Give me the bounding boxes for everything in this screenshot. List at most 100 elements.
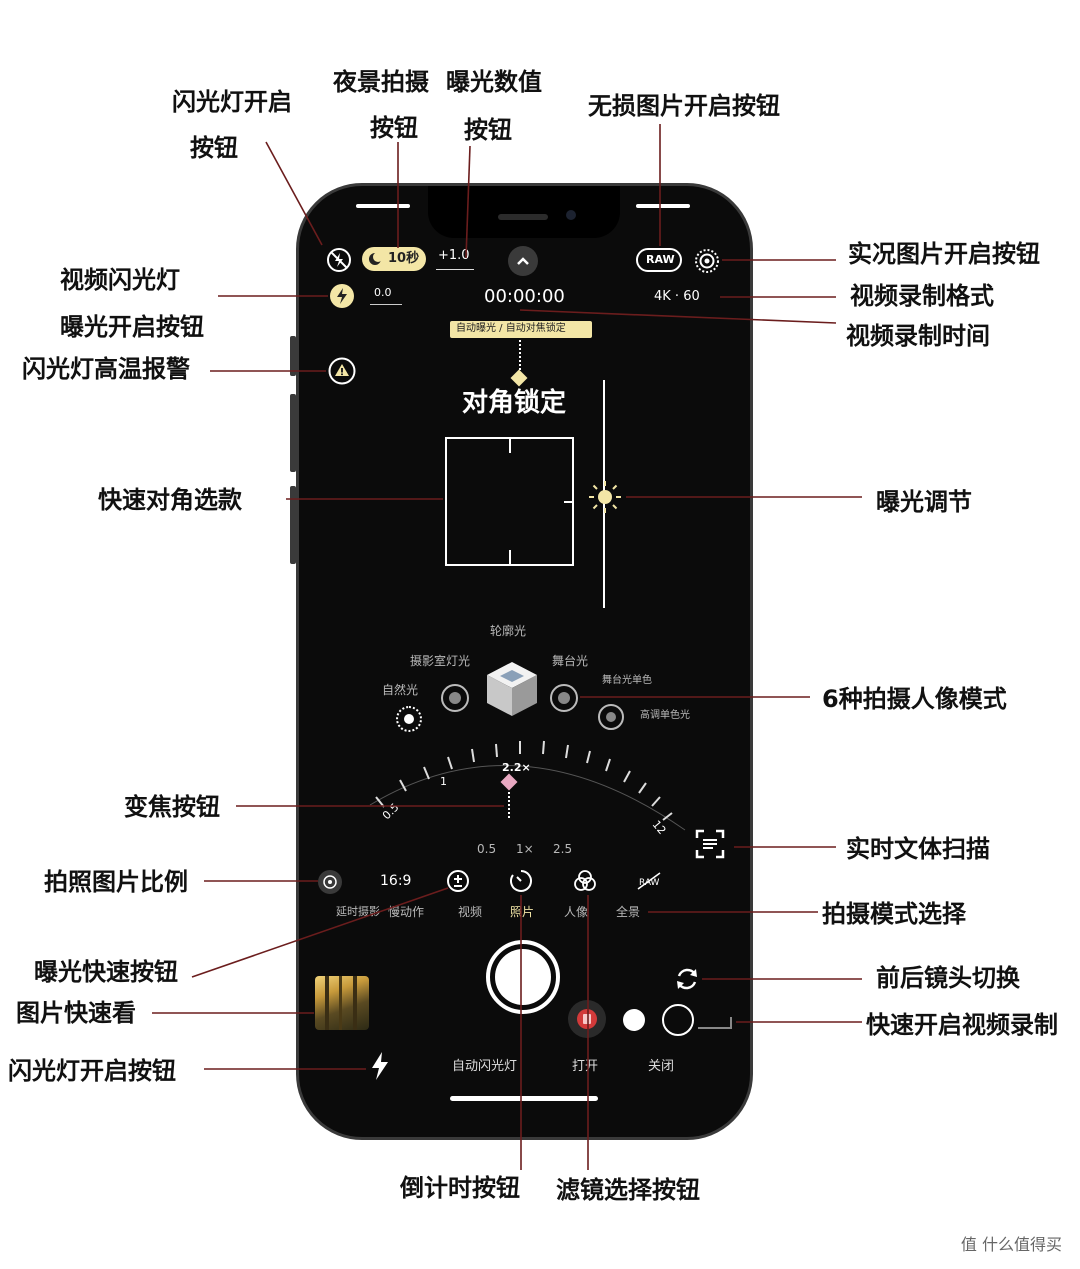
thumb-tree-2: [339, 976, 342, 1030]
ae-af-lock-banner: 自动曝光 / 自动对焦锁定: [450, 321, 592, 338]
label-zoom: 变焦按钮: [124, 793, 220, 821]
ev-scale: [436, 265, 474, 270]
filter-button[interactable]: [572, 868, 598, 894]
sun-icon: [589, 481, 621, 513]
lighting-stage-mono-label: 舞台光单色: [602, 675, 652, 686]
label-flash-bottom: 闪光灯开启按钮: [8, 1057, 176, 1085]
switch-camera-button[interactable]: [672, 964, 702, 994]
label-flash-heat: 闪光灯高温报警: [22, 355, 190, 383]
lighting-stage-mono-option[interactable]: [598, 704, 624, 730]
label-aspect: 拍照图片比例: [44, 868, 188, 896]
exposure-slider-handle[interactable]: [588, 480, 622, 514]
label-mode-select: 拍摄模式选择: [822, 900, 966, 928]
raw-button[interactable]: RAW: [636, 248, 682, 272]
label-gallery: 图片快速看: [16, 999, 136, 1027]
record-button[interactable]: [568, 1000, 606, 1038]
aspect-toggle-button[interactable]: [318, 870, 342, 894]
video-mode-ring[interactable]: [662, 1004, 694, 1036]
lighting-studio-option[interactable]: [441, 684, 469, 712]
label-exposure-adjust: 曝光调节: [876, 488, 972, 516]
label-exposure-on: 曝光开启按钮: [60, 313, 204, 341]
phone-volume-down: [290, 486, 296, 564]
label-live: 实况图片开启按钮: [848, 240, 1040, 268]
timer-button[interactable]: [509, 869, 533, 893]
zoom-preset-1x[interactable]: 1×: [516, 842, 534, 856]
raw-label: RAW: [646, 253, 675, 266]
phone-frame: [296, 183, 753, 1140]
moon-icon: [369, 252, 382, 265]
lighting-selected-cube[interactable]: [484, 660, 540, 718]
video-mode-dot[interactable]: [623, 1009, 645, 1031]
aspect-icon: [323, 875, 337, 889]
lighting-natural-option[interactable]: [396, 706, 422, 732]
flash-option-auto[interactable]: 自动闪光灯: [452, 1059, 518, 1074]
flash-heat-warning: [328, 357, 356, 385]
shutter-button[interactable]: [486, 940, 560, 1014]
mode-video[interactable]: 视频: [458, 905, 483, 919]
thumb-tree-1: [325, 976, 329, 1030]
flash-off-button[interactable]: [326, 247, 352, 273]
label-video-flash: 视频闪光灯: [60, 266, 180, 294]
lock-banner-text: 自动曝光 / 自动对焦锁定: [456, 323, 566, 334]
flash-off-icon: [327, 248, 351, 272]
mode-timelapse[interactable]: 延时摄影: [336, 905, 380, 918]
lighting-studio-dot: [449, 692, 461, 704]
lighting-stage-option[interactable]: [550, 684, 578, 712]
flash-option-on[interactable]: 打开: [572, 1059, 599, 1074]
mode-photo[interactable]: 照片: [510, 905, 535, 919]
exposure-quick-button[interactable]: [446, 869, 470, 893]
gallery-thumbnail[interactable]: [315, 976, 369, 1030]
mode-portrait[interactable]: 人像: [564, 905, 589, 919]
label-night-line1: 夜景拍摄: [333, 68, 429, 96]
exposure-quick-icon: [447, 870, 469, 892]
flash-option-off[interactable]: 关闭: [648, 1059, 675, 1074]
zoom-preset-25[interactable]: 2.5: [553, 842, 573, 856]
raw-off-button[interactable]: RAW: [636, 870, 662, 892]
expand-controls-button[interactable]: [508, 246, 538, 276]
night-mode-value: 10秒: [388, 251, 420, 266]
warning-icon: [328, 357, 356, 385]
timer-icon: [510, 870, 532, 892]
aspect-ratio-value[interactable]: 16:9: [380, 873, 412, 889]
zoom-indicator-line: [508, 792, 510, 818]
label-flash-on-line2: 按钮: [190, 134, 238, 162]
label-lens-switch: 前后镜头切换: [876, 964, 1020, 992]
filter-icon: [574, 870, 596, 891]
zoom-preset-05[interactable]: 0.5: [477, 842, 497, 856]
mode-slowmo[interactable]: 慢动作: [388, 905, 425, 919]
zoom-scale-1: 1: [440, 775, 447, 788]
label-text-scan: 实时文体扫描: [846, 835, 990, 863]
status-bar-left: [356, 204, 410, 208]
ev-value: +1.0: [438, 248, 470, 263]
switch-camera-icon: [677, 968, 697, 990]
ev-value-button[interactable]: +1.0: [436, 249, 476, 271]
focus-box-tick-top: [509, 439, 511, 453]
focus-box[interactable]: [445, 437, 574, 566]
label-night-line2: 按钮: [370, 114, 418, 142]
record-glyph: [583, 1014, 591, 1024]
live-photo-button[interactable]: [694, 248, 720, 274]
lighting-natural-dot: [404, 714, 414, 724]
label-quick-video: 快速开启视频录制: [866, 1011, 1058, 1039]
video-flash-button[interactable]: [330, 284, 354, 308]
flash-icon: [337, 288, 347, 304]
zoom-current-value: 2.2×: [502, 761, 531, 774]
zoom-dial[interactable]: [340, 735, 720, 845]
chevron-up-icon: [517, 257, 529, 265]
flash-bottom-button[interactable]: [370, 1052, 390, 1080]
focus-lock-title: 对角锁定: [462, 388, 567, 418]
speaker-grille: [498, 214, 548, 220]
label-timer: 倒计时按钮: [400, 1174, 520, 1202]
mode-pano[interactable]: 全景: [616, 905, 641, 919]
night-mode-button[interactable]: 10秒: [362, 247, 426, 271]
label-filter: 滤镜选择按钮: [556, 1176, 700, 1204]
status-bar-right: [636, 204, 690, 208]
watermark: 值 什么值得买: [960, 1235, 1062, 1254]
focus-box-tick-right: [564, 501, 572, 503]
video-format-value[interactable]: 4K · 60: [654, 289, 700, 304]
label-portrait-modes: 6种拍摄人像模式: [822, 685, 1007, 713]
text-scan-button[interactable]: [694, 828, 726, 860]
scan-icon: [695, 829, 725, 859]
phone-volume-up: [290, 394, 296, 472]
label-exposure-quick: 曝光快速按钮: [34, 958, 178, 986]
